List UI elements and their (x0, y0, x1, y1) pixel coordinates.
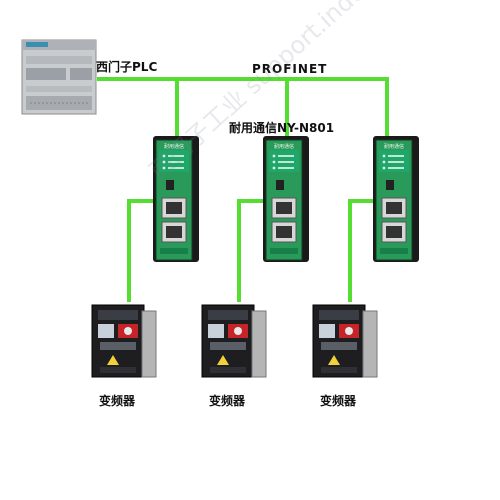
gateway-2: 耐用通信 (263, 136, 309, 262)
bus-line (97, 77, 389, 143)
vfd-label-2: 变频器 (209, 394, 246, 408)
vfd-2 (201, 304, 267, 378)
profinet-wiring (97, 77, 389, 302)
vfd-3 (312, 304, 378, 378)
link-vfd-2 (237, 199, 270, 302)
link-vfd-3 (348, 199, 380, 302)
plc-label: 西门子PLC (96, 60, 158, 74)
profinet-label: PROFINET (252, 62, 328, 76)
gateway-brand-text: 耐用通信 (164, 143, 184, 150)
link-vfd-1 (127, 199, 160, 302)
gateway-brand-text: 耐用通信 (274, 143, 294, 150)
vfd-group (91, 304, 378, 378)
gateway-group: 耐用通信 耐用通信 耐用通信 (153, 136, 419, 262)
vfd-label-1: 变频器 (99, 394, 136, 408)
gateway-1: 耐用通信 (153, 136, 199, 262)
vfd-1 (91, 304, 157, 378)
siemens-plc (21, 39, 97, 115)
vfd-label-3: 变频器 (320, 394, 357, 408)
gateway-brand-text: 耐用通信 (384, 143, 404, 150)
gateway-3: 耐用通信 (373, 136, 419, 262)
gateway-model-label: 耐用通信NY-N801 (229, 121, 335, 135)
